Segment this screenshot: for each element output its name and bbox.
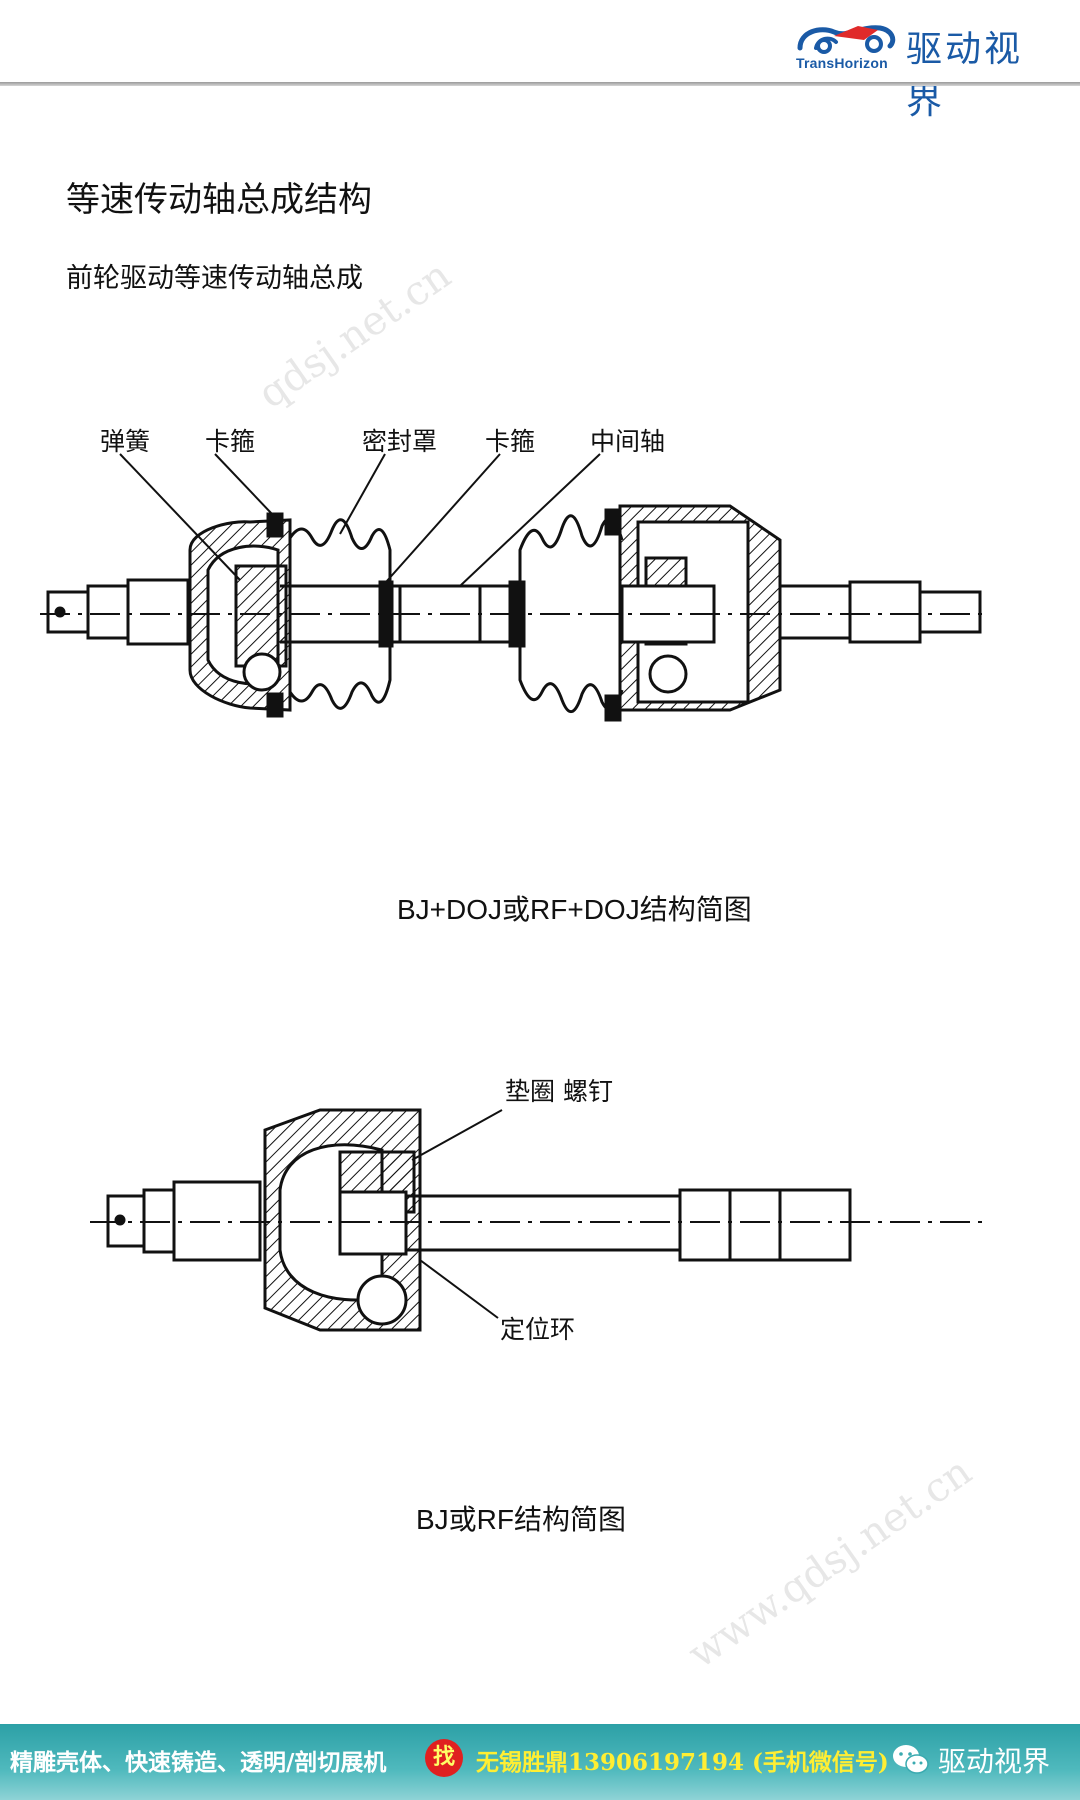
label-spring: 弹簧	[100, 427, 150, 456]
footer-brand[interactable]: 驱动视界	[938, 1745, 1051, 1778]
drive-shaft-diagram-1: 弹簧 卡箍 密封罩 卡箍 中间轴	[40, 427, 990, 722]
label-washer-screw: 垫圈 螺钉	[505, 1077, 613, 1106]
brand-logo[interactable]: TransHorizon 驱动视界	[794, 14, 1054, 122]
page-title: 等速传动轴总成结构	[66, 180, 372, 220]
logo-text-cn: 驱动视界	[906, 29, 1024, 122]
wechat-icon	[893, 1745, 929, 1774]
label-clamp-1: 卡箍	[205, 427, 255, 456]
label-boot: 密封罩	[362, 427, 437, 456]
drive-shaft-diagram-2: 垫圈 螺钉 定位环	[90, 1077, 990, 1344]
header-bar: TransHorizon 驱动视界	[0, 0, 1080, 122]
diagram1-caption: BJ+DOJ或RF+DOJ结构简图	[397, 894, 752, 925]
footer-contact-text[interactable]: 无锡胜鼎13906197194 (手机微信号)	[476, 1749, 889, 1776]
page-subtitle: 前轮驱动等速传动轴总成	[66, 263, 363, 294]
diagram2-caption: BJ或RF结构简图	[416, 1504, 627, 1535]
label-intermediate-shaft: 中间轴	[590, 427, 665, 456]
footer-ad-text: 精雕壳体、快速铸造、透明/剖切展机	[10, 1749, 387, 1776]
label-locating-ring: 定位环	[500, 1315, 575, 1344]
footer-ad-bar: 精雕壳体、快速铸造、透明/剖切展机 找 无锡胜鼎13906197194 (手机微…	[0, 1724, 1080, 1800]
find-badge: 找	[425, 1739, 463, 1777]
watermark-bottom: www.qdsj.net.cn	[680, 1448, 980, 1678]
logo-text-en: TransHorizon	[796, 55, 888, 71]
car-wave-logo-icon	[797, 25, 896, 54]
header-divider	[0, 82, 1080, 86]
label-clamp-2: 卡箍	[485, 427, 535, 456]
